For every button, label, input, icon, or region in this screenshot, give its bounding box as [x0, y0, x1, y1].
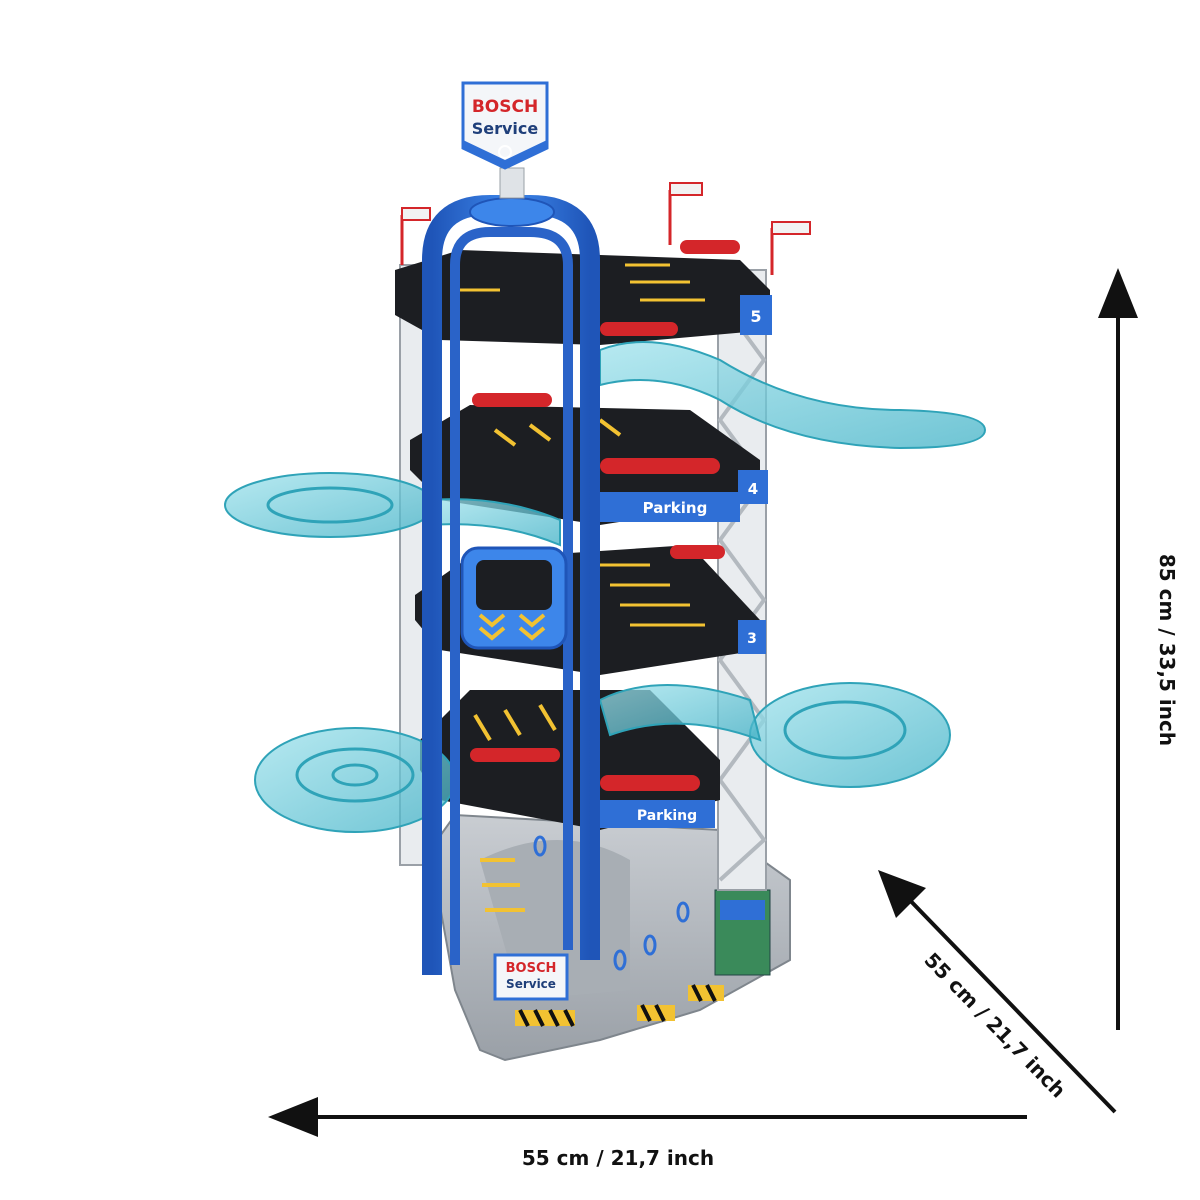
parking-label: Parking [643, 499, 708, 517]
sign-label: Service [472, 119, 539, 138]
level-number: 3 [747, 631, 757, 647]
sign-brand: BOSCH [472, 97, 538, 117]
width-dimension: 55 cm / 21,7 inch [268, 1097, 1027, 1170]
height-dimension: 85 cm / 33,5 inch [1098, 268, 1179, 1030]
level-number: 5 [750, 307, 761, 326]
depth-label: 55 cm / 21,7 inch [920, 948, 1071, 1103]
hazard-barrier [515, 984, 724, 1027]
parking-label: Parking [637, 808, 697, 824]
base-sign-label: Service [506, 977, 556, 991]
flags [400, 182, 811, 275]
depth-arrow-line [898, 888, 1117, 1114]
depth-dimension: 55 cm / 21,7 inch [878, 870, 1117, 1114]
base-sign-brand: BOSCH [506, 961, 557, 976]
level-number: 4 [748, 480, 758, 498]
base-service-sign: BOSCH Service [493, 953, 569, 1001]
toy-parking-garage: BOSCH Service 5 [224, 81, 987, 1062]
top-service-sign: BOSCH Service [461, 81, 549, 199]
depth-arrow-head [878, 870, 926, 918]
spiral-ramps [224, 341, 987, 833]
width-arrow-head [268, 1097, 318, 1137]
width-label: 55 cm / 21,7 inch [522, 1146, 714, 1170]
elevator-car [460, 546, 568, 650]
height-arrow-head [1098, 268, 1138, 318]
height-label: 85 cm / 33,5 inch [1155, 554, 1179, 746]
